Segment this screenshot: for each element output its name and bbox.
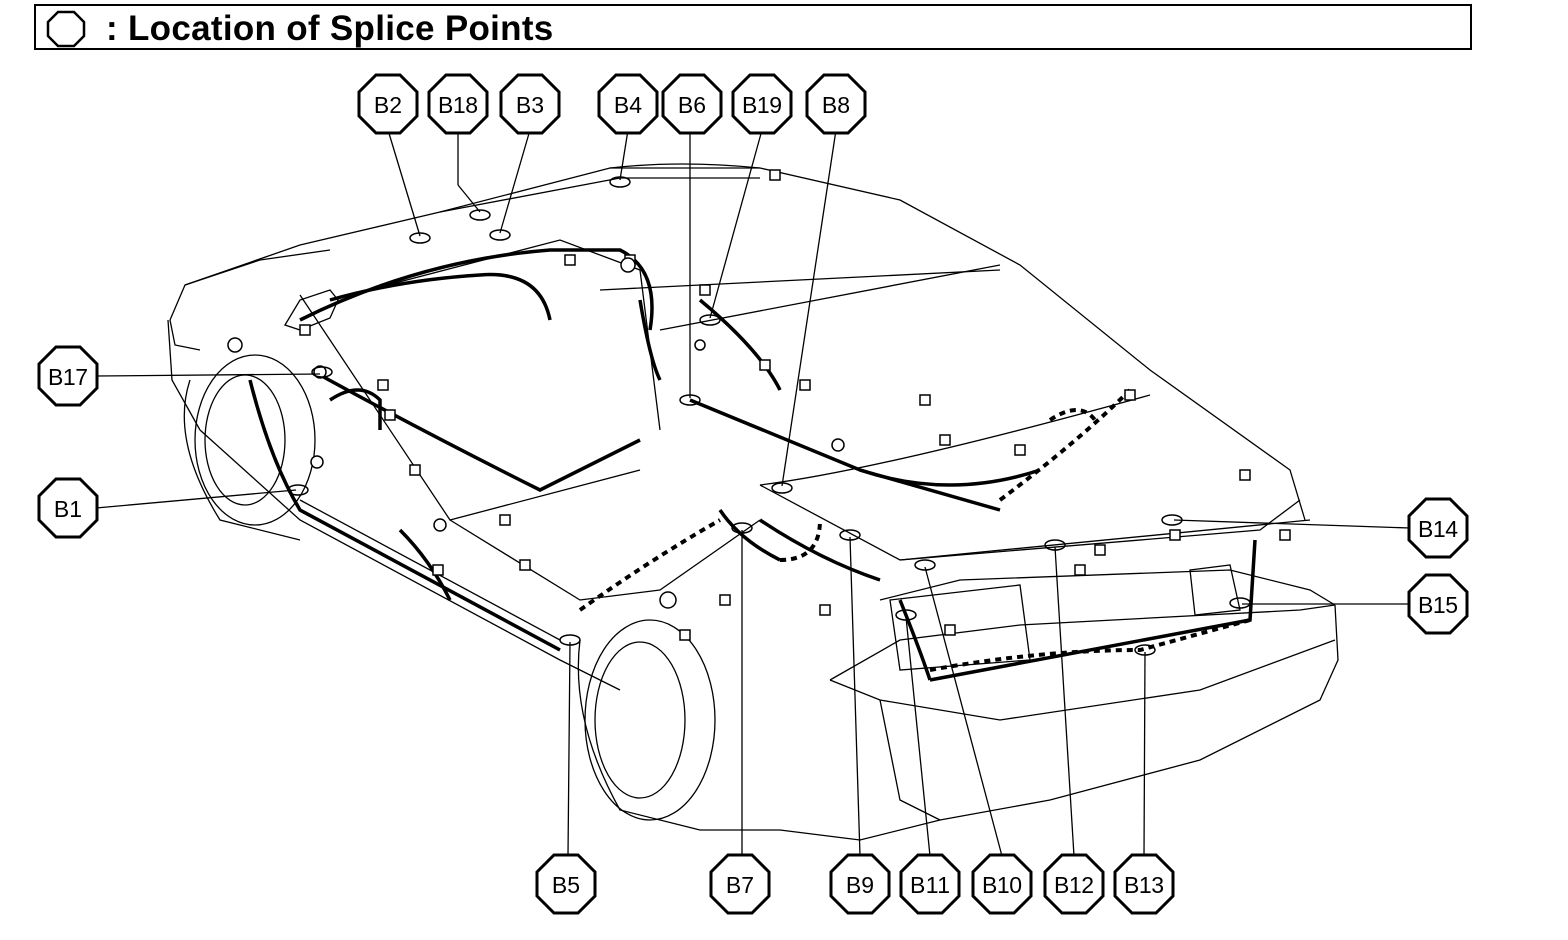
splice-label-b4: B4 <box>597 73 659 135</box>
splice-label-b7: B7 <box>709 853 771 915</box>
splice-label-b19: B19 <box>731 73 793 135</box>
octagon-icon <box>661 73 723 135</box>
octagon-icon <box>1407 573 1469 635</box>
octagon-icon <box>535 853 597 915</box>
octagon-icon <box>1407 497 1469 559</box>
splice-label-b15: B15 <box>1407 573 1469 635</box>
splice-label-text: B11 <box>910 872 950 898</box>
splice-label-text: B5 <box>552 872 580 898</box>
splice-label-text: B7 <box>726 872 754 898</box>
splice-label-text: B18 <box>438 92 478 118</box>
octagon-icon <box>709 853 771 915</box>
splice-label-b11: B11 <box>899 853 961 915</box>
octagon-icon <box>37 477 99 539</box>
splice-label-b5: B5 <box>535 853 597 915</box>
octagon-icon <box>899 853 961 915</box>
splice-label-b10: B10 <box>971 853 1033 915</box>
splice-label-text: B3 <box>516 92 544 118</box>
splice-label-text: B6 <box>678 92 706 118</box>
splice-label-text: B4 <box>614 92 642 118</box>
splice-label-b13: B13 <box>1113 853 1175 915</box>
octagon-icon <box>597 73 659 135</box>
octagon-icon <box>46 10 86 48</box>
splice-label-b17: B17 <box>37 345 99 407</box>
wiring-harness <box>248 248 1257 682</box>
leader-lines <box>95 129 1411 857</box>
octagon-icon <box>829 853 891 915</box>
octagon-icon <box>427 73 489 135</box>
octagon-icon <box>37 345 99 407</box>
splice-label-text: B1 <box>54 496 82 522</box>
octagon-icon <box>1113 853 1175 915</box>
car-body <box>167 163 1339 841</box>
page-title: : Location of Splice Points <box>106 9 554 48</box>
octagon-icon <box>971 853 1033 915</box>
octagon-icon <box>499 73 561 135</box>
splice-markers <box>287 176 1251 656</box>
splice-label-text: B8 <box>822 92 850 118</box>
octagon-icon <box>805 73 867 135</box>
wiring-harness-dashed <box>578 388 1251 672</box>
connectors <box>227 169 1291 641</box>
splice-label-text: B13 <box>1124 872 1164 898</box>
splice-label-b1: B1 <box>37 477 99 539</box>
splice-label-b14: B14 <box>1407 497 1469 559</box>
splice-label-b9: B9 <box>829 853 891 915</box>
splice-label-text: B17 <box>48 364 88 390</box>
splice-label-b8: B8 <box>805 73 867 135</box>
octagon-icon <box>731 73 793 135</box>
splice-label-b3: B3 <box>499 73 561 135</box>
octagon-icon <box>357 73 419 135</box>
splice-label-text: B12 <box>1054 872 1094 898</box>
splice-label-text: B2 <box>374 92 402 118</box>
octagon-icon <box>1043 853 1105 915</box>
splice-label-text: B15 <box>1418 592 1458 618</box>
splice-label-b2: B2 <box>357 73 419 135</box>
splice-label-text: B19 <box>742 92 782 118</box>
splice-label-b12: B12 <box>1043 853 1105 915</box>
splice-label-text: B9 <box>846 872 874 898</box>
splice-label-b6: B6 <box>661 73 723 135</box>
splice-label-b18: B18 <box>427 73 489 135</box>
splice-label-text: B10 <box>982 872 1022 898</box>
splice-label-text: B14 <box>1418 516 1458 542</box>
title-bar: : Location of Splice Points <box>34 4 1472 50</box>
